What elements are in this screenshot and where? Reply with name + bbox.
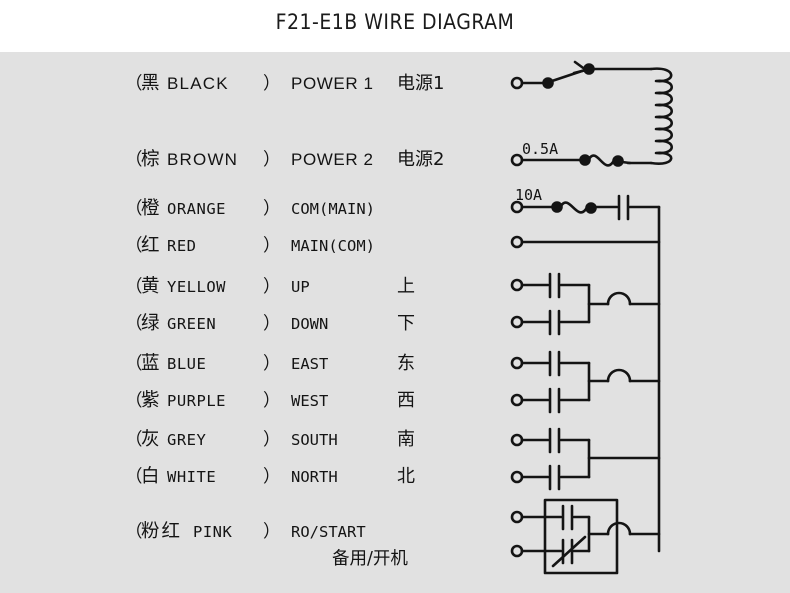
function-en-label: DOWN	[291, 315, 329, 333]
function-en-label: SOUTH	[291, 431, 338, 449]
paren-close: ）	[263, 521, 281, 541]
color-cn-label: 粉红	[141, 521, 183, 542]
paren-close: ）	[263, 466, 281, 486]
fuse-label-10a: 10A	[515, 186, 543, 204]
paren-open: （	[125, 313, 143, 333]
paren-close: ）	[263, 390, 281, 410]
paren-open: （	[125, 149, 143, 169]
paren-open: （	[125, 466, 143, 486]
function-cn-label: 电源1	[397, 73, 445, 94]
paren-open: （	[125, 353, 143, 373]
color-en-label: PURPLE	[167, 392, 226, 410]
color-en-label: BLACK	[167, 74, 229, 93]
wire-row-brown: （棕 BROWN ） POWER 2 电源2	[125, 148, 444, 170]
paren-open: （	[125, 198, 143, 218]
wire-row-black: （黑 BLACK ） POWER 1 电源1	[125, 72, 444, 94]
color-cn-label: 绿	[141, 313, 160, 334]
function-cn-label: 北	[397, 466, 415, 487]
color-cn-label: 棕	[141, 149, 160, 170]
wire-row-yellow: （黄 YELLOW ） UP 上	[125, 275, 415, 297]
color-en-label: PINK	[193, 523, 233, 541]
color-cn-label: 蓝	[141, 353, 160, 374]
paren-open: （	[125, 235, 143, 255]
color-en-label: YELLOW	[167, 278, 226, 296]
function-cn-label: 西	[397, 390, 415, 411]
function-en-label: POWER 2	[291, 150, 374, 169]
function-en-label: MAIN(COM)	[291, 237, 375, 255]
wire-row-purple: （紫 PURPLE ） WEST 西	[125, 389, 415, 411]
function-en-label: EAST	[291, 355, 329, 373]
fuse-label-05a: 0.5A	[522, 140, 559, 158]
color-cn-label: 灰	[141, 429, 160, 450]
function-en-label: WEST	[291, 392, 329, 410]
wire-row-blue: （蓝 BLUE ） EAST 东	[125, 352, 415, 374]
function-en-label: NORTH	[291, 468, 338, 486]
function-en-label: COM(MAIN)	[291, 200, 375, 218]
function-cn-label: 上	[397, 276, 415, 297]
wire-row-pink: （粉红 PINK ） RO/START	[125, 520, 397, 542]
paren-close: ）	[263, 198, 281, 218]
paren-open: （	[125, 73, 143, 93]
wire-row-white: （白 WHITE ） NORTH 北	[125, 465, 415, 487]
function-cn-label: 东	[397, 353, 415, 374]
color-cn-label: 红	[141, 235, 160, 256]
wire-row-green: （绿 GREEN ） DOWN 下	[125, 312, 415, 334]
paren-close: ）	[263, 313, 281, 333]
color-en-label: BROWN	[167, 150, 239, 169]
paren-close: ）	[263, 276, 281, 296]
color-en-label: GREY	[167, 431, 207, 449]
function-en-label: UP	[291, 278, 310, 296]
function-en-label: POWER 1	[291, 74, 374, 93]
paren-open: （	[125, 521, 143, 541]
pink-second-line: 备用/开机	[332, 549, 408, 569]
paren-open: （	[125, 429, 143, 449]
color-en-label: BLUE	[167, 355, 207, 373]
function-cn-label: 下	[397, 313, 415, 334]
color-en-label: WHITE	[167, 468, 217, 486]
paren-open: （	[125, 276, 143, 296]
wire-row-red: （红 RED ） MAIN(COM)	[125, 234, 397, 256]
paren-close: ）	[263, 149, 281, 169]
wire-row-grey: （灰 GREY ） SOUTH 南	[125, 428, 415, 450]
header-band	[0, 0, 790, 52]
function-cn-label: 南	[397, 429, 415, 450]
function-en-label: RO/START	[291, 523, 366, 541]
color-cn-label: 橙	[141, 198, 160, 219]
paren-close: ）	[263, 429, 281, 449]
paren-open: （	[125, 390, 143, 410]
color-cn-label: 白	[141, 466, 160, 487]
color-en-label: ORANGE	[167, 200, 226, 218]
color-en-label: RED	[167, 237, 197, 255]
color-cn-label: 黑	[141, 73, 160, 94]
paren-close: ）	[263, 73, 281, 93]
color-cn-label: 紫	[141, 390, 160, 411]
function-cn-label: 电源2	[397, 149, 445, 170]
color-en-label: GREEN	[167, 315, 217, 333]
color-cn-label: 黄	[141, 276, 160, 297]
wire-row-orange: （橙 ORANGE ） COM(MAIN)	[125, 197, 397, 219]
paren-close: ）	[263, 353, 281, 373]
page-title: F21-E1B WIRE DIAGRAM	[275, 10, 515, 34]
paren-close: ）	[263, 235, 281, 255]
